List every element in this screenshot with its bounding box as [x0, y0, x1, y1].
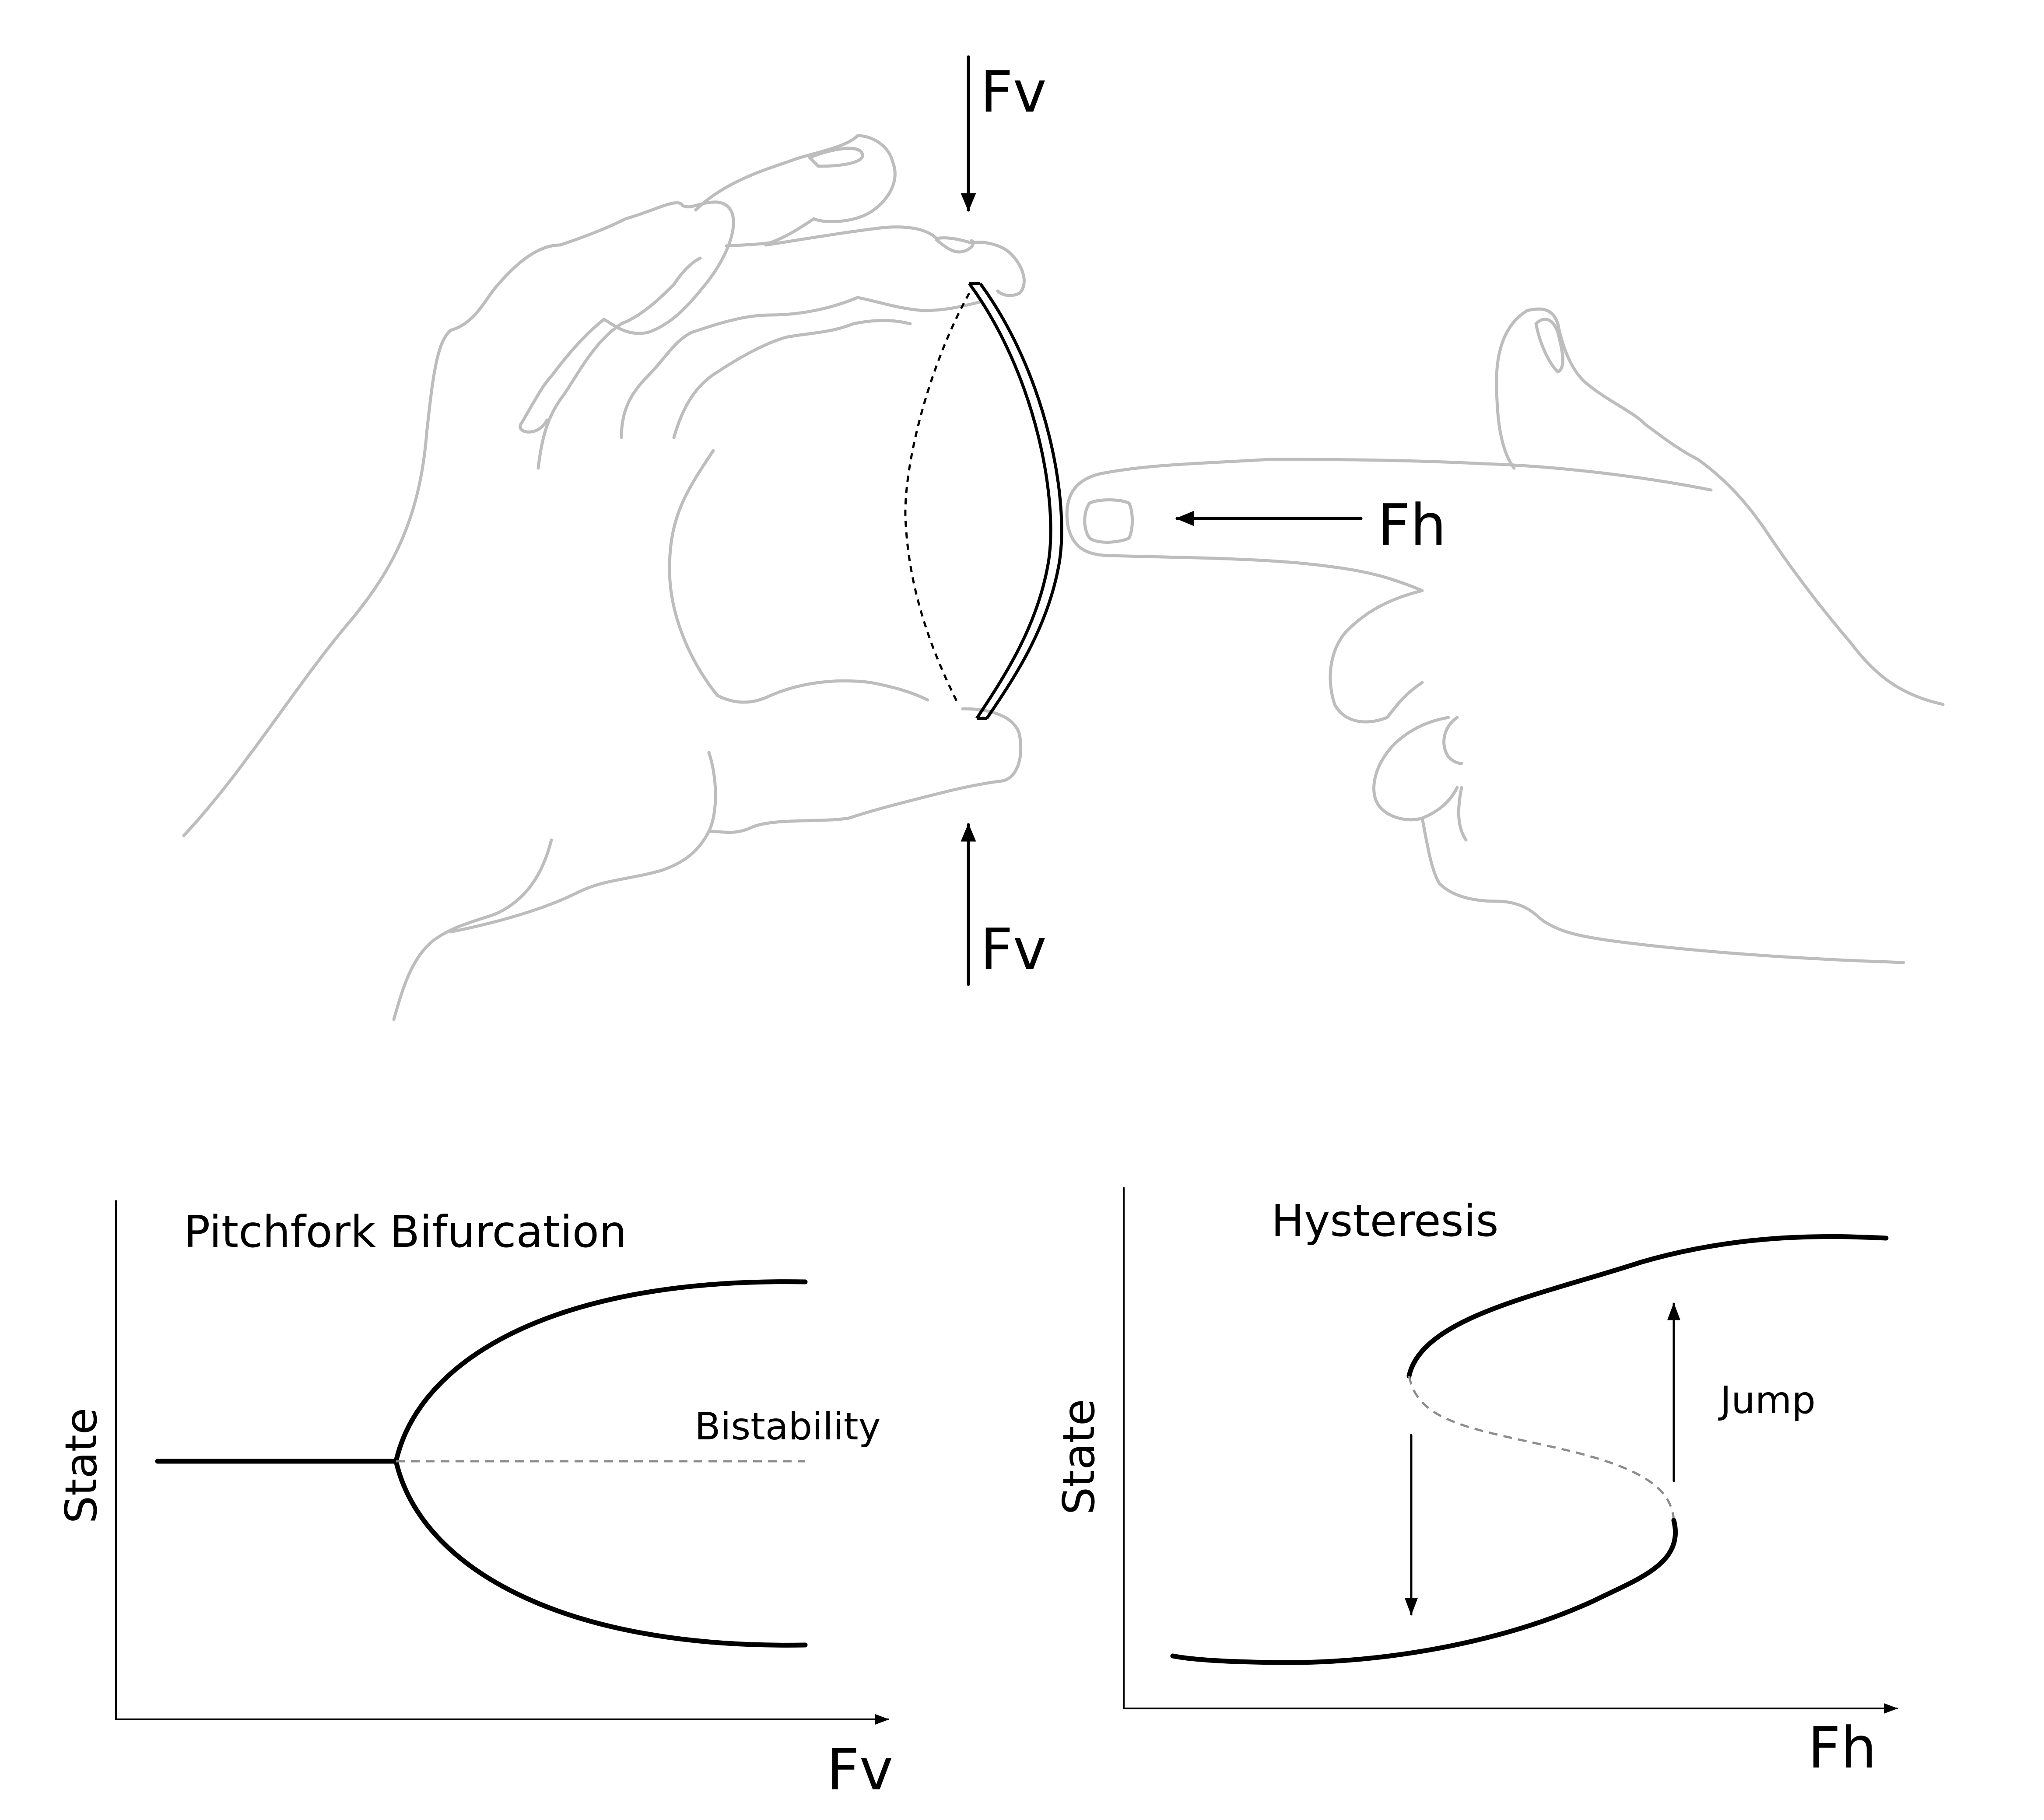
strip-outline-inner: [979, 282, 1063, 719]
left-index-tip: [764, 225, 1026, 297]
left-lower-thumb: [707, 707, 1023, 834]
left-thumb-top: [694, 134, 897, 248]
pitchfork-title: Pitchfork Bifurcation: [184, 1206, 627, 1257]
right-index-nail: [1083, 498, 1134, 544]
right-thumb: [1495, 307, 1945, 706]
left-hand: [182, 134, 1026, 1021]
hysteresis-upper-stable-branch: [1406, 1234, 1889, 1379]
left-hand-palm-line: [519, 318, 606, 434]
hands-illustration: Fv Fv Fh: [182, 55, 1945, 1021]
left-hand-outer-contour: [182, 200, 735, 837]
strip-alternate-state: [904, 292, 971, 705]
top-vertical-force-label: Fv: [980, 59, 1047, 125]
pitchfork-stable-branch-upper: [393, 1279, 808, 1464]
right-pinky-edge: [1457, 786, 1468, 842]
pitchfork-x-label: Fv: [827, 1736, 893, 1803]
left-palm-underside: [668, 449, 929, 704]
bottom-vertical-force-label: Fv: [980, 916, 1047, 983]
left-lower-thumb-base: [449, 751, 717, 934]
hysteresis-plot: Hysteresis State Fh Jump: [1053, 1187, 1898, 1781]
pitchfork-stable-branch-lower: [393, 1459, 808, 1648]
left-ring-finger: [672, 319, 912, 439]
hysteresis-lower-stable-branch: [1170, 1518, 1678, 1665]
right-pinky-curl: [1442, 716, 1463, 765]
horizontal-force-label: Fh: [1378, 492, 1446, 558]
hysteresis-x-label: Fh: [1808, 1715, 1876, 1781]
right-thumb-nail: [1534, 318, 1564, 374]
strip-outline-outer: [968, 282, 1052, 719]
left-fingernail-top: [935, 238, 975, 254]
hysteresis-y-label: State: [1053, 1399, 1104, 1515]
flexible-strip: [904, 282, 1063, 720]
left-wrist: [392, 838, 553, 1021]
hysteresis-unstable-branch: [1408, 1376, 1675, 1521]
force-arrows: Fv Fv Fh: [961, 55, 1446, 986]
right-ring-finger: [1372, 716, 1459, 822]
pitchfork-annotation: Bistability: [694, 1405, 880, 1449]
left-thumb-nail: [808, 147, 864, 168]
pitchfork-plot: Pitchfork Bifurcation State Fv Bistabili…: [56, 1200, 893, 1803]
right-hand: [1065, 307, 1945, 964]
right-middle-finger: [1329, 589, 1424, 724]
hysteresis-annotation: Jump: [1718, 1379, 1816, 1422]
right-palm-base: [1420, 816, 1905, 964]
pitchfork-y-label: State: [56, 1408, 107, 1524]
left-index-finger: [536, 256, 702, 470]
right-index-finger: [1065, 458, 1713, 592]
hysteresis-title: Hysteresis: [1271, 1195, 1499, 1246]
left-middle-finger: [620, 296, 982, 439]
